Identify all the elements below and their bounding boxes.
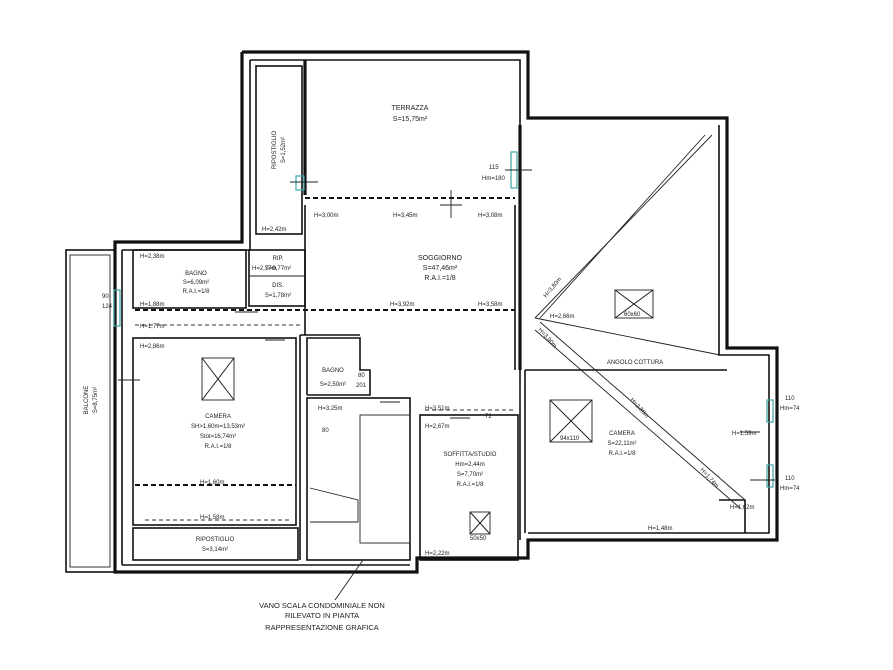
opening-label: Hm=180: [482, 176, 506, 182]
soffitta-name: SOFFITTA/STUDIO: [444, 452, 497, 458]
soggiorno-rai: R.A.I.=1/8: [424, 275, 455, 282]
opening-label: Hm=74: [780, 406, 800, 412]
ripostiglio-bottom-name: RIPOSTIGLIO: [196, 537, 235, 543]
ripostiglio-bottom-area: S=3,14m²: [202, 547, 228, 553]
roof-lines: [534, 134, 746, 509]
height-label: H=2,66m: [550, 314, 575, 320]
camera2-rai: R.A.I.=1/8: [609, 451, 637, 457]
skylights: [201, 289, 654, 535]
soffitta-h: Hm=2,44m: [455, 462, 485, 468]
labels: TERRAZZA S=15,75m² RIPOSTIGLIO S=1,52m² …: [84, 105, 663, 553]
ripostiglio-top-area: S=1,52m²: [281, 137, 287, 163]
bagno2-area: S=2,50m²: [320, 382, 346, 388]
note-line-1: VANO SCALA CONDOMINIALE NON: [259, 601, 385, 610]
terrazza-area: S=15,75m²: [393, 116, 428, 123]
opening-label: 124: [102, 304, 113, 310]
height-label: H=2,80m: [629, 397, 650, 419]
note-line-2: RILEVATO IN PIANTA: [285, 611, 359, 620]
camera2-name: CAMERA: [609, 431, 635, 437]
height-label: H=1,58m: [200, 515, 225, 521]
opening-label: 80: [322, 428, 329, 434]
height-label: H=1,48m: [648, 526, 673, 532]
height-label: H=1,60m: [200, 480, 225, 486]
bagno1-area: S=6,09m²: [183, 280, 209, 286]
camera1-name: CAMERA: [205, 414, 231, 420]
height-label: H=1,74m: [699, 467, 720, 489]
dis-area: S=1,78m²: [265, 293, 291, 299]
soggiorno-area: S=47,46m²: [423, 265, 458, 272]
balcone: [65, 249, 116, 573]
bagno1-rai: R.A.I.=1/8: [183, 289, 211, 295]
height-label: H=3,51m: [425, 406, 450, 412]
skylight-label: 94x110: [560, 436, 580, 442]
opening-label: 110: [785, 396, 795, 402]
soffitta-rai: R.A.I.=1/8: [457, 482, 485, 488]
skylight-label: 50x50: [470, 536, 487, 542]
height-label: H=2,77m: [252, 266, 277, 272]
height-label: H=3,92m: [390, 302, 415, 308]
height-label: H=1,88m: [140, 302, 165, 308]
ripostiglio-top-name: RIPOSTIGLIO: [272, 130, 278, 169]
bagno2-name: BAGNO: [322, 368, 344, 374]
opening-label: 115: [489, 165, 499, 171]
balcone-area: S=8,75m²: [93, 387, 99, 413]
height-label: H=3,25m: [318, 406, 343, 412]
skylight-label: 60x60: [624, 312, 641, 318]
height-label: H=3,45m: [393, 213, 418, 219]
opening-label: Hm=74: [780, 486, 800, 492]
camera1-area2: Stot=16,74m²: [200, 434, 236, 440]
height-label: H=1,77m: [140, 324, 165, 330]
outer-walls: [113, 50, 779, 574]
angolo-cottura: ANGOLO COTTURA: [607, 360, 663, 366]
bagno1-name: BAGNO: [185, 271, 207, 277]
height-label: H=2,42m: [262, 227, 287, 233]
camera1-area1: SH>1.60m=13,53m²: [191, 424, 245, 430]
height-label: H=2,86m: [140, 344, 165, 350]
dis-name: DIS.: [272, 283, 284, 289]
camera1-rai: R.A.I.=1/8: [205, 444, 233, 450]
inner-walls: [132, 60, 746, 561]
height-label: H=3,00m: [314, 213, 339, 219]
opening-label: 90: [102, 294, 109, 300]
balcone-name: BALCONE: [84, 386, 90, 415]
skylight-dimensions: 60x60 94x110 50x50: [470, 312, 641, 542]
opening-label: 110: [785, 476, 795, 482]
height-label: H=2,67m: [425, 424, 450, 430]
stair-note: VANO SCALA CONDOMINIALE NON RILEVATO IN …: [259, 601, 385, 632]
camera2-area: S=22,11m²: [607, 441, 636, 447]
height-label: H=3,58m: [478, 302, 503, 308]
opening-label: 80: [358, 373, 365, 379]
soffitta-area: S=7,70m²: [457, 472, 483, 478]
note-leader: [334, 559, 364, 601]
height-label: H=3,90m: [537, 327, 558, 349]
note-line-3: RAPPRESENTAZIONE GRAFICA: [265, 623, 379, 632]
height-label: H=3,08m: [478, 213, 503, 219]
opening-dimensions: 115 Hm=180 90 124 80 201 80 72 110 Hm=74…: [102, 165, 800, 492]
soggiorno-name: SOGGIORNO: [418, 255, 463, 262]
rip-area: S=0,77m²: [265, 266, 291, 272]
height-label: H=2,38m: [140, 254, 165, 260]
section-markers: [118, 169, 775, 481]
height-label: H=2,22m: [425, 551, 450, 557]
rip-name: RIP.: [273, 256, 284, 262]
height-label: H=1,59m: [732, 431, 757, 437]
opening-label: 201: [356, 383, 367, 389]
height-label: H=1,62m: [730, 505, 755, 511]
terrazza-name: TERRAZZA: [392, 105, 429, 112]
opening-label: 72: [485, 414, 492, 420]
